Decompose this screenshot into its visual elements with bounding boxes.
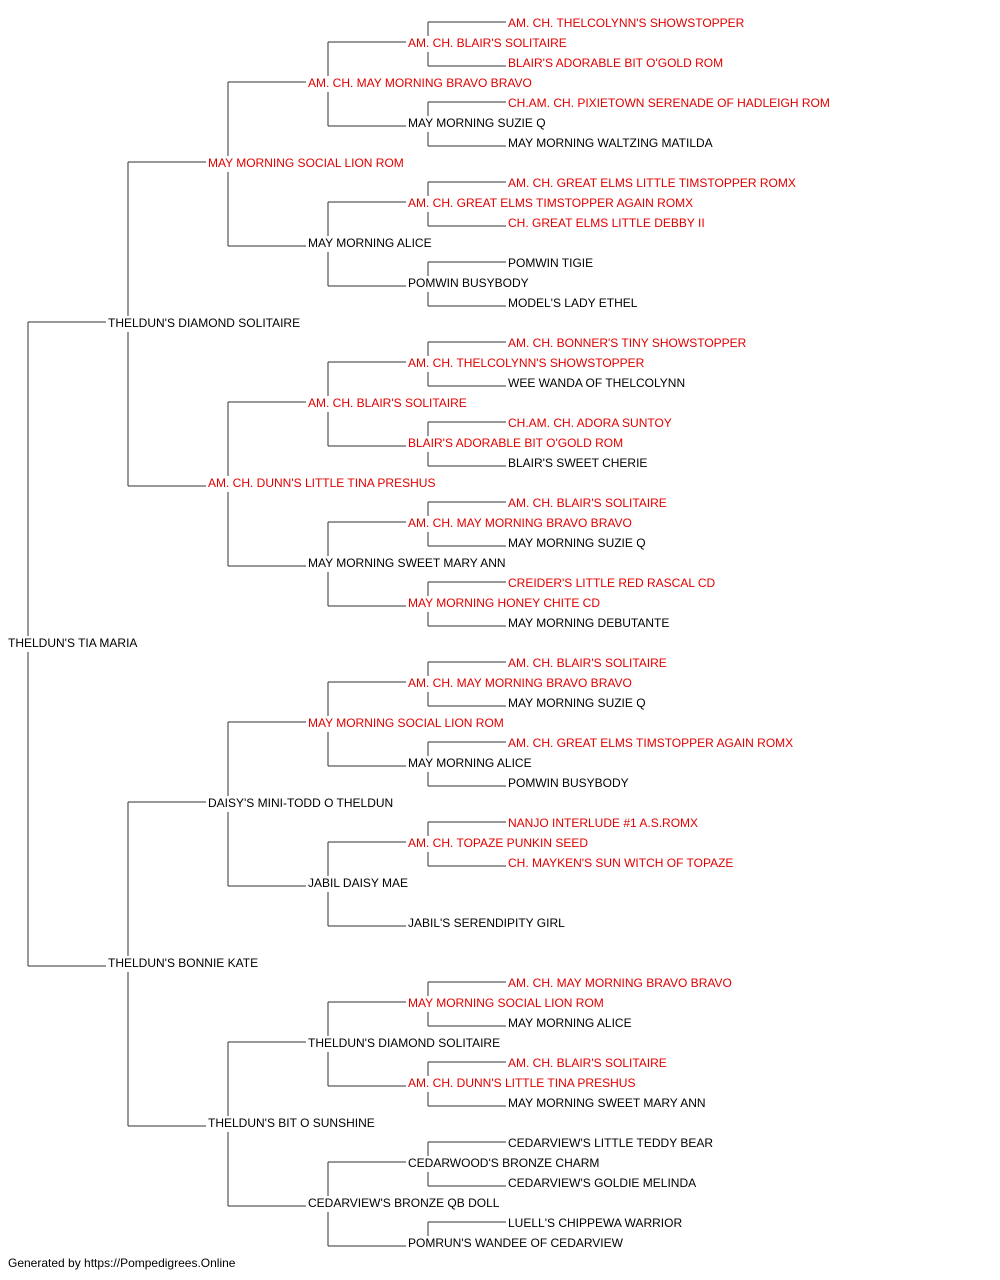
pedigree-entry-gen5: CEDARVIEW'S LITTLE TEDDY BEAR (508, 1136, 713, 1150)
pedigree-entry-gen2: THELDUN'S BIT O SUNSHINE (208, 1116, 375, 1130)
pedigree-entry-gen5: MAY MORNING ALICE (508, 1016, 632, 1030)
pedigree-entry-gen5: MAY MORNING SWEET MARY ANN (508, 1096, 706, 1110)
pedigree-entry-gen5: WEE WANDA OF THELCOLYNN (508, 376, 685, 390)
pedigree-entry-gen5: AM. CH. GREAT ELMS TIMSTOPPER AGAIN ROMX (508, 736, 793, 750)
pedigree-entry-gen5: POMWIN BUSYBODY (508, 776, 629, 790)
pedigree-entry-gen4: MAY MORNING SUZIE Q (408, 116, 546, 130)
pedigree-entry-gen2: AM. CH. DUNN'S LITTLE TINA PRESHUS (208, 476, 435, 490)
pedigree-entry-gen3: JABIL DAISY MAE (308, 876, 408, 890)
pedigree-entry-gen3: AM. CH. BLAIR'S SOLITAIRE (308, 396, 467, 410)
pedigree-entry-gen5: AM. CH. BONNER'S TINY SHOWSTOPPER (508, 336, 747, 350)
pedigree-tree: THELDUN'S TIA MARIA THELDUN'S DIAMOND SOL… (8, 16, 830, 1250)
pedigree-entry-gen5: MODEL'S LADY ETHEL (508, 296, 638, 310)
pedigree-entry-gen4: AM. CH. TOPAZE PUNKIN SEED (408, 836, 588, 850)
pedigree-entry-gen4: CEDARWOOD'S BRONZE CHARM (408, 1156, 599, 1170)
pedigree-entry-gen4: AM. CH. MAY MORNING BRAVO BRAVO (408, 516, 632, 530)
pedigree-entry-gen4: JABIL'S SERENDIPITY GIRL (408, 916, 565, 930)
pedigree-entry-gen5: AM. CH. GREAT ELMS LITTLE TIMSTOPPER ROM… (508, 176, 796, 190)
generated-by-credit: Generated by https://Pompedigrees.Online (8, 1256, 236, 1270)
pedigree-entry-gen5: NANJO INTERLUDE #1 A.S.ROMX (508, 816, 698, 830)
pedigree-entry-gen5: CH.AM. CH. PIXIETOWN SERENADE OF HADLEIG… (508, 96, 830, 110)
pedigree-entry-gen5: AM. CH. BLAIR'S SOLITAIRE (508, 656, 667, 670)
pedigree-entry-gen4: MAY MORNING HONEY CHITE CD (408, 596, 600, 610)
pedigree-entry-gen2: MAY MORNING SOCIAL LION ROM (208, 156, 404, 170)
pedigree-entry-gen5: AM. CH. MAY MORNING BRAVO BRAVO (508, 976, 732, 990)
pedigree-entry-gen5: CEDARVIEW'S GOLDIE MELINDA (508, 1176, 696, 1190)
pedigree-entry-gen5: AM. CH. BLAIR'S SOLITAIRE (508, 1056, 667, 1070)
pedigree-entry-gen3: THELDUN'S DIAMOND SOLITAIRE (308, 1036, 500, 1050)
pedigree-entry-gen5: MAY MORNING SUZIE Q (508, 536, 646, 550)
pedigree-entry-gen4: POMWIN BUSYBODY (408, 276, 529, 290)
pedigree-entry-gen4: POMRUN'S WANDEE OF CEDARVIEW (408, 1236, 624, 1250)
pedigree-entry-gen5: CREIDER'S LITTLE RED RASCAL CD (508, 576, 716, 590)
pedigree-entry-gen4: MAY MORNING SOCIAL LION ROM (408, 996, 604, 1010)
pedigree-entry-gen5: CH. GREAT ELMS LITTLE DEBBY II (508, 216, 705, 230)
pedigree-entry-gen3: MAY MORNING SWEET MARY ANN (308, 556, 506, 570)
pedigree-entry-gen5: CH.AM. CH. ADORA SUNTOY (508, 416, 672, 430)
pedigree-entry-gen3: MAY MORNING ALICE (308, 236, 432, 250)
pedigree-entry-gen5: MAY MORNING DEBUTANTE (508, 616, 669, 630)
pedigree-entry-gen1: THELDUN'S DIAMOND SOLITAIRE (108, 316, 300, 330)
pedigree-entry-gen5: MAY MORNING SUZIE Q (508, 696, 646, 710)
pedigree-entry-gen5: BLAIR'S SWEET CHERIE (508, 456, 647, 470)
pedigree-entry-gen2: DAISY'S MINI-TODD O THELDUN (208, 796, 393, 810)
pedigree-entry-gen3: CEDARVIEW'S BRONZE QB DOLL (308, 1196, 500, 1210)
pedigree-entry-gen4: BLAIR'S ADORABLE BIT O'GOLD ROM (408, 436, 623, 450)
pedigree-entry-gen5: POMWIN TIGIE (508, 256, 593, 270)
pedigree-entry-gen4: AM. CH. DUNN'S LITTLE TINA PRESHUS (408, 1076, 635, 1090)
pedigree-entry-gen4: MAY MORNING ALICE (408, 756, 532, 770)
pedigree-entry-gen5: LUELL'S CHIPPEWA WARRIOR (508, 1216, 682, 1230)
pedigree-entry-gen3: AM. CH. MAY MORNING BRAVO BRAVO (308, 76, 532, 90)
pedigree-entry-gen4: AM. CH. THELCOLYNN'S SHOWSTOPPER (408, 356, 645, 370)
pedigree-entry-gen5: CH. MAYKEN'S SUN WITCH OF TOPAZE (508, 856, 733, 870)
pedigree-entry-gen5: AM. CH. BLAIR'S SOLITAIRE (508, 496, 667, 510)
pedigree-entry-gen4: AM. CH. BLAIR'S SOLITAIRE (408, 36, 567, 50)
pedigree-entry-gen4: AM. CH. MAY MORNING BRAVO BRAVO (408, 676, 632, 690)
pedigree-entry-gen5: AM. CH. THELCOLYNN'S SHOWSTOPPER (508, 16, 745, 30)
pedigree-entry-gen0: THELDUN'S TIA MARIA (8, 636, 137, 650)
pedigree-entry-gen3: MAY MORNING SOCIAL LION ROM (308, 716, 504, 730)
pedigree-entry-gen4: AM. CH. GREAT ELMS TIMSTOPPER AGAIN ROMX (408, 196, 693, 210)
pedigree-entry-gen5: MAY MORNING WALTZING MATILDA (508, 136, 713, 150)
pedigree-entry-gen5: BLAIR'S ADORABLE BIT O'GOLD ROM (508, 56, 723, 70)
pedigree-entry-gen1: THELDUN'S BONNIE KATE (108, 956, 258, 970)
